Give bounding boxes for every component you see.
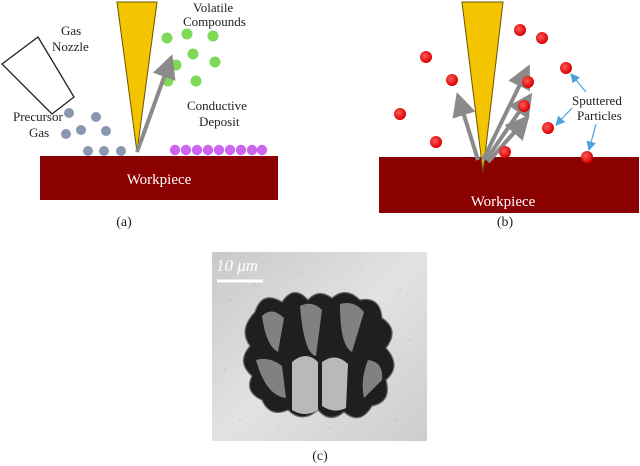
volatile-particle [187, 48, 199, 60]
volatile-particles [161, 28, 221, 87]
callout-arrow [570, 73, 587, 93]
precursor-particle [101, 126, 111, 136]
svg-text:Deposit: Deposit [199, 114, 240, 129]
precursor-gas-label-line1: Precursor [13, 109, 63, 124]
deposit-particle [191, 144, 203, 156]
gas-nozzle-label-line2: Nozzle [52, 39, 89, 54]
scale-bar-label: 10 μm [216, 256, 258, 275]
panel-b: Workpiece Sputtered Particles [379, 1, 639, 230]
deposit-particle [246, 144, 258, 156]
volatile-particle [181, 28, 193, 40]
sputter-arrow [481, 64, 530, 161]
deposit-particle [202, 144, 214, 156]
workpiece-block [379, 157, 639, 213]
volatile-particle [207, 30, 219, 42]
caption-a: (a) [116, 215, 132, 230]
conductive-deposit-label-line1: Conductive [187, 98, 247, 113]
precursor-particle [61, 129, 71, 139]
ion-beam [461, 1, 504, 173]
gas-nozzle [1, 36, 75, 115]
volatile-compounds-label-line2: Compounds [183, 14, 246, 29]
svg-text:Particles: Particles [577, 108, 622, 123]
svg-text:Sputtered: Sputtered [572, 93, 622, 108]
precursor-particle [83, 146, 93, 156]
panel-a: Gas Nozzle Precursor Gas Volatile Compou… [1, 0, 278, 230]
precursor-gas-particles [61, 108, 126, 156]
precursor-particle [116, 146, 126, 156]
deposit-particle [213, 144, 225, 156]
gas-nozzle-label-line1: Gas [61, 23, 81, 38]
svg-text:(b): (b) [497, 215, 514, 230]
sputtered-particle [518, 100, 530, 112]
svg-text:Gas: Gas [29, 125, 49, 140]
sputtered-particle [581, 151, 593, 163]
svg-text:Precursor: Precursor [13, 109, 63, 124]
deposit-particle [256, 144, 268, 156]
volatile-particle [209, 56, 221, 68]
precursor-particle [76, 125, 86, 135]
callout-arrows [555, 73, 597, 152]
volatile-particle [190, 75, 202, 87]
volatile-particle [161, 32, 173, 44]
precursor-particle [64, 108, 74, 118]
svg-text:Workpiece: Workpiece [127, 172, 192, 188]
sputtered-particles [394, 24, 593, 163]
svg-text:Compounds: Compounds [183, 14, 246, 29]
svg-text:Conductive: Conductive [187, 98, 247, 113]
conductive-deposit-particles [169, 144, 268, 156]
sputtered-particle [536, 32, 548, 44]
sputtered-particle [522, 76, 534, 88]
svg-text:Gas: Gas [61, 23, 81, 38]
callout-arrow [555, 107, 573, 126]
precursor-particle [91, 112, 101, 122]
deposit-particle [169, 144, 181, 156]
sputtered-particle [394, 108, 406, 120]
svg-text:Volatile: Volatile [193, 0, 233, 15]
deposit-particle [180, 144, 192, 156]
sputtered-particle [420, 51, 432, 63]
sputtered-particle [514, 24, 526, 36]
sputtered-particle [430, 136, 442, 148]
sputtered-particle [542, 122, 554, 134]
workpiece-label: Workpiece [127, 172, 192, 188]
workpiece-block [40, 156, 278, 200]
sputtered-particle [499, 146, 511, 158]
sputter-arrow [486, 115, 530, 164]
svg-text:10 μm: 10 μm [216, 256, 258, 275]
conductive-deposit-label-line2: Deposit [199, 114, 240, 129]
volatile-particle [170, 59, 182, 71]
deposit-particle [235, 144, 247, 156]
sputtered-particle [560, 62, 572, 74]
callout-arrow [586, 123, 597, 152]
sputtered-particles-label-line1: Sputtered [572, 93, 622, 108]
deposit-particle [224, 144, 236, 156]
sputtered-particle [446, 74, 458, 86]
caption-c: (c) [312, 449, 328, 464]
volatile-escape-arrow [135, 54, 176, 153]
panel-c: 10 μm (c) [212, 252, 427, 464]
sputtered-particles-label-line2: Particles [577, 108, 622, 123]
workpiece-label: Workpiece [471, 194, 536, 210]
cavity-walls [256, 303, 383, 398]
svg-text:(a): (a) [116, 215, 132, 230]
svg-text:Nozzle: Nozzle [52, 39, 89, 54]
precursor-particle [99, 146, 109, 156]
ion-beam [116, 1, 158, 153]
sputter-arrow [452, 92, 480, 161]
svg-text:Workpiece: Workpiece [471, 194, 536, 210]
cavity-pillars [292, 356, 348, 414]
volatile-compounds-label-line1: Volatile [193, 0, 233, 15]
svg-text:(c): (c) [312, 449, 328, 464]
precursor-gas-label-line2: Gas [29, 125, 49, 140]
caption-b: (b) [497, 215, 514, 230]
